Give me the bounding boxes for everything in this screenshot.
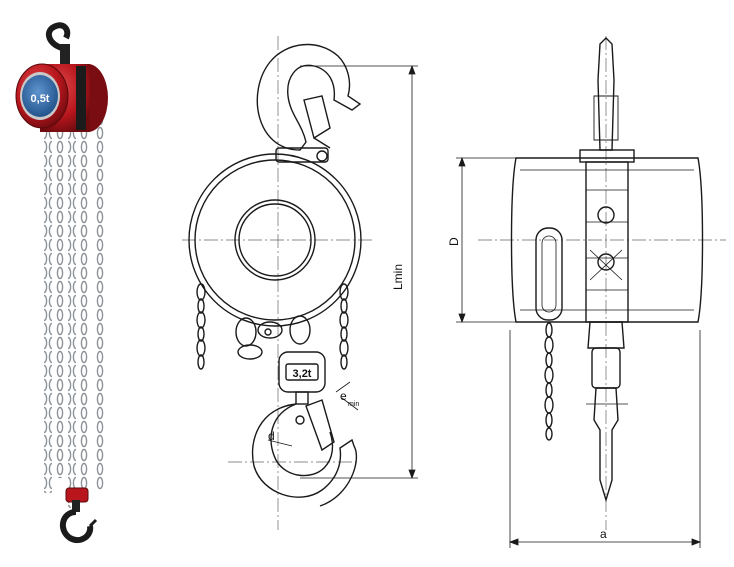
hook-gap-label: e [340,389,347,403]
side-view [478,36,726,530]
front-dimensions [267,64,418,480]
capacity-badge [22,75,58,117]
hook-gap-sub-label: min [348,401,359,408]
hand-chain-left [44,118,52,493]
side-dimensions [456,156,702,548]
wheel-hub [234,199,316,281]
hand-chain-right-view [339,283,349,370]
hand-chain-right [96,110,104,490]
top-hook [256,43,362,151]
hoist-photo: 0,5t [15,22,108,544]
block-plate-label: 3,2t [293,368,312,380]
wheel-outer [188,153,362,327]
side-hand-chain [544,322,554,441]
side-housing [510,157,704,323]
diameter-label: D [447,237,461,246]
hand-chain-left-view [196,283,206,370]
badge-text: 0,5t [31,93,50,105]
load-chain [68,118,76,508]
width-label: a [600,527,607,541]
length-label: Lmin [391,264,405,290]
hook-opening-label: d [268,429,275,443]
bottom-hook [251,403,358,507]
front-view [182,36,372,530]
